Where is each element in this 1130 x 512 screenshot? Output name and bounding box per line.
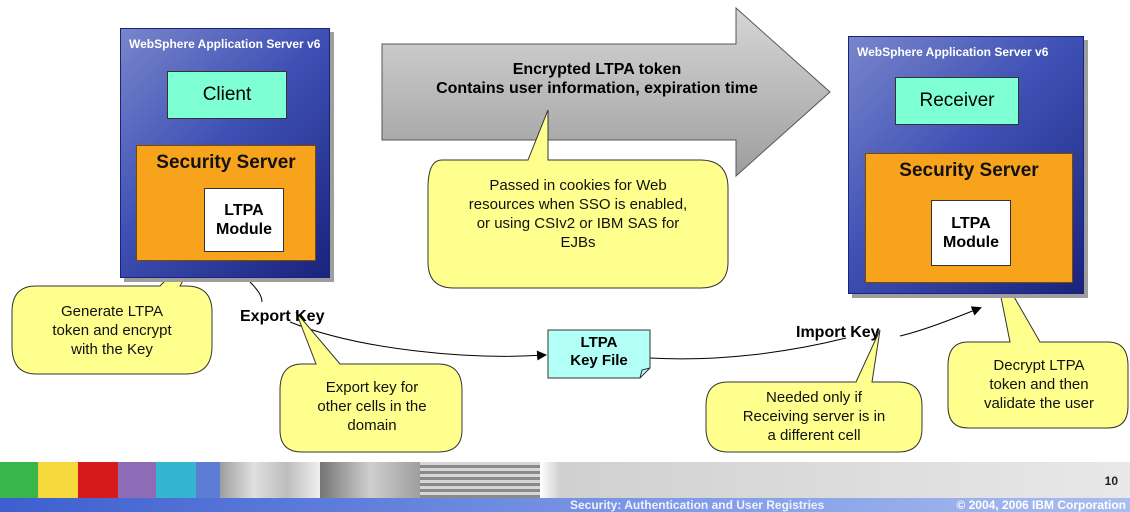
import-key-label: Import Key: [796, 324, 880, 341]
footer-swatch-green: [0, 462, 38, 498]
receiver-box: Receiver: [895, 77, 1019, 125]
receiver-label: Receiver: [919, 90, 995, 111]
left-ltpa-module: LTPA Module: [204, 188, 284, 252]
footer: 10 Security: Authentication and User Reg…: [0, 462, 1130, 512]
export-curve: [249, 281, 263, 303]
export-callout: Export key for other cells in the domain: [282, 378, 462, 435]
footer-swatch-blue: [196, 462, 220, 498]
footer-copyright: © 2004, 2006 IBM Corporation: [956, 498, 1126, 512]
generate-callout-shape: [11, 235, 213, 375]
token-line1: Encrypted LTPA token: [512, 61, 682, 78]
needed-line: Receiving server is in: [742, 408, 886, 425]
footer-page-number: 10: [1104, 474, 1118, 488]
decrypt-line: validate the user: [983, 395, 1095, 412]
left-module-line2: Module: [216, 221, 272, 238]
key-file-line2: Key File: [570, 352, 628, 369]
footer-color-strip: [0, 462, 1130, 498]
export-to-keyfile-arrow: [289, 321, 547, 361]
cookies-line: Passed in cookies for Web: [489, 177, 667, 194]
needed-line: a different cell: [767, 427, 861, 444]
token-arrow-shape: [381, 6, 831, 178]
token-line2: Contains user information, expiration ti…: [436, 80, 758, 97]
client-label: Client: [202, 84, 252, 105]
footer-title: Security: Authentication and User Regist…: [570, 498, 825, 512]
needed-line: Needed only if: [766, 389, 862, 406]
generate-line: Generate LTPA: [61, 303, 163, 320]
cookies-line: resources when SSO is enabled,: [468, 196, 688, 213]
needed-callout-shape: [705, 329, 923, 453]
footer-swatch-red: [78, 462, 118, 498]
export-line: Export key for: [325, 379, 419, 396]
export-line: domain: [347, 417, 397, 434]
export-key-label: Export Key: [240, 308, 325, 325]
generate-callout: Generate LTPA token and encrypt with the…: [12, 302, 212, 359]
left-security-server: Security Server LTPA Module: [136, 145, 316, 261]
decrypt-callout: Decrypt LTPA token and then validate the…: [950, 356, 1128, 413]
keyfile-to-import-line: [649, 337, 847, 360]
right-module-line1: LTPA: [951, 215, 991, 232]
export-line: other cells in the: [317, 398, 427, 415]
footer-swatch-purple: [118, 462, 156, 498]
right-security-server-label: Security Server: [899, 160, 1039, 181]
right-ltpa-module: LTPA Module: [931, 200, 1011, 266]
key-file-label: LTPA Key File: [548, 334, 650, 370]
decrypt-line: token and then: [989, 376, 1089, 393]
cookies-callout-shape: [427, 109, 729, 289]
import-to-server-arrow: [899, 306, 982, 337]
needed-callout: Needed only if Receiving server is in a …: [706, 388, 922, 445]
left-module-line1: LTPA: [224, 202, 264, 219]
footer-bar: Security: Authentication and User Regist…: [0, 498, 1130, 512]
decrypt-callout-shape: [947, 261, 1129, 429]
cookies-callout: Passed in cookies for Web resources when…: [430, 176, 726, 252]
cookies-line: or using CSIv2 or IBM SAS for: [476, 215, 680, 232]
key-file-line1: LTPA: [580, 334, 618, 351]
footer-photo-tile: [220, 462, 320, 498]
client-box: Client: [167, 71, 287, 119]
footer-photo-tile: [320, 462, 420, 498]
export-callout-shape: [279, 311, 463, 453]
footer-swatch-yellow: [38, 462, 78, 498]
right-server-title: WebSphere Application Server v6: [857, 45, 1049, 59]
footer-photo-tile: [420, 462, 540, 498]
key-file-shape: [547, 329, 651, 379]
token-arrow-text: Encrypted LTPA token Contains user infor…: [382, 60, 812, 98]
left-security-server-label: Security Server: [156, 152, 296, 173]
right-module-line2: Module: [943, 234, 999, 251]
decrypt-line: Decrypt LTPA: [993, 357, 1085, 374]
left-websphere-server: WebSphere Application Server v6 Client S…: [120, 28, 330, 278]
right-security-server: Security Server LTPA Module: [865, 153, 1073, 283]
generate-line: token and encrypt: [52, 322, 172, 339]
footer-swatch-cyan: [156, 462, 196, 498]
right-websphere-server: WebSphere Application Server v6 Receiver…: [848, 36, 1084, 294]
generate-line: with the Key: [71, 341, 153, 358]
cookies-line: EJBs: [560, 234, 596, 251]
left-server-title: WebSphere Application Server v6: [129, 37, 321, 51]
